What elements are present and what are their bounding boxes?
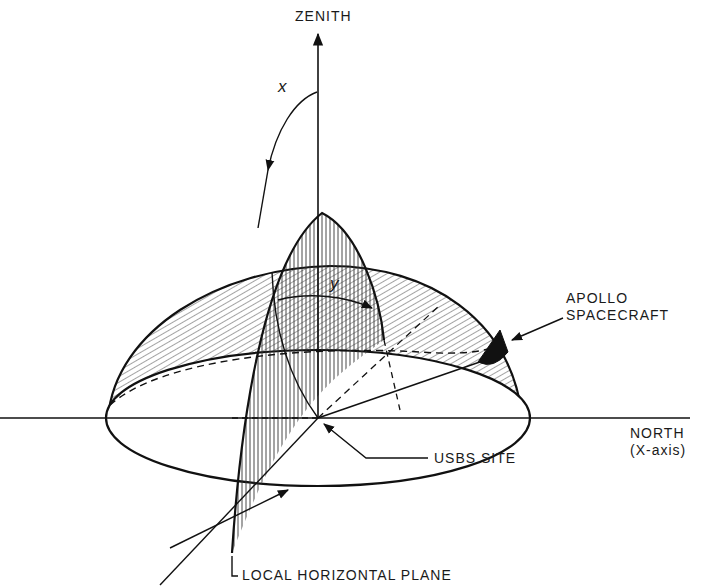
axis-label: ZENITH [295, 8, 385, 25]
meridian-plane [232, 213, 384, 553]
callout-label: APOLLO SPACECRAFT [566, 290, 686, 324]
callout-label: LOCAL HORIZONTAL PLANE [242, 567, 502, 584]
axis-label: NORTH (X-axis) [630, 425, 700, 459]
callout-label: USBS SITE [434, 450, 554, 467]
angle-label: y [330, 275, 350, 292]
angle-label: x [278, 78, 298, 95]
spacecraft-symbol [478, 330, 508, 364]
